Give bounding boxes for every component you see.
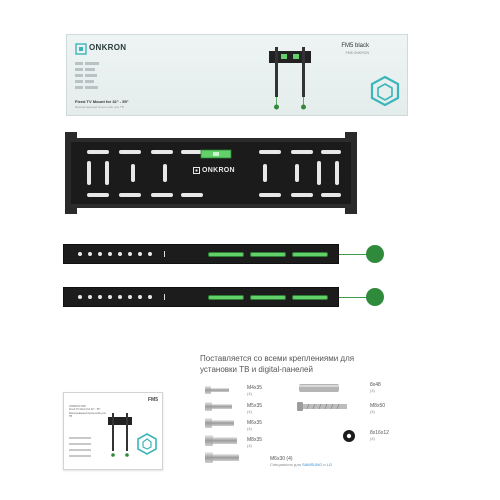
label-washer: 8x16x12 (4) — [370, 430, 389, 442]
arm-2-cord — [339, 297, 367, 298]
box-model-sub: FM5 ONKRON — [345, 51, 369, 55]
product-box-cube-icon — [137, 433, 157, 455]
label-m4x35: M4x35 (4) — [247, 385, 262, 397]
plate-logo: ONKRON — [193, 167, 235, 174]
label-m5x35: M5x35 (4) — [247, 403, 262, 415]
label-m8x50-qty: (4) — [370, 409, 375, 414]
bolts-set — [205, 386, 239, 463]
label-m6x35: M6x35 (4) — [247, 420, 262, 432]
plate-logo-icon — [193, 167, 200, 174]
cube-logo-icon — [370, 75, 400, 107]
label-m8x35-text: M8x35 — [247, 437, 263, 443]
label-m6x30-note: Специально для — [270, 462, 302, 467]
label-m5x35-text: M5x35 — [247, 403, 263, 409]
label-m6x35-qty: (4) — [247, 426, 252, 431]
label-brand-samsung: SAMSUNG — [301, 462, 323, 467]
product-box-mount-illustration — [108, 413, 132, 457]
tv-mount-illustration — [269, 47, 311, 110]
label-washer-qty: (4) — [370, 436, 375, 441]
box-spec-icons — [75, 62, 101, 92]
hardware-heading: Поставляется со всеми креплениями для ус… — [200, 353, 380, 375]
label-m5x35-qty: (4) — [247, 409, 252, 414]
label-m6x30-text: M6x30 — [270, 456, 286, 462]
label-m4x35-text: M4x35 — [247, 385, 263, 391]
label-anchor: 8x48 (4) — [370, 382, 381, 394]
hardware-heading-line-2: установки ТВ и digital-панелей — [200, 365, 313, 374]
label-anchor-text: 8x48 — [370, 382, 381, 388]
anchors-set — [297, 384, 355, 442]
label-washer-text: 8x16x12 — [370, 430, 389, 436]
label-and-word: и — [322, 462, 327, 467]
box-tagline: Fixed TV Mount for 32" - 55" — [75, 99, 129, 104]
label-m6x30: M6x30 (4) Специально для SAMSUNG и LG — [270, 456, 390, 468]
label-m8x50-text: M8x50 — [370, 403, 386, 409]
arm-1-knob — [366, 245, 384, 263]
product-box: FM5 ONKRON FM5 Fixed TV Mount for 32" - … — [63, 392, 163, 470]
product-box-model: FM5 — [148, 397, 158, 403]
product-box-text-1: ONKRON FM5 — [69, 405, 86, 408]
product-box-text-2: Fixed TV Mount for 32" - 55" — [69, 408, 101, 412]
box-tagline-sub: Фиксированный кронштейн для ТВ — [75, 105, 124, 109]
wall-plate — [65, 132, 357, 214]
box-top-panel: ONKRON FM5 black FM5 ONKRON Fixed TV Mou… — [66, 34, 408, 116]
arm-2-knob — [366, 288, 384, 306]
product-box-text-3: Фиксированный кронштейн для ТВ — [69, 411, 106, 418]
label-m6x30-qty: (4) — [286, 456, 293, 462]
product-box-spec-icons — [69, 437, 91, 461]
box-brand: ONKRON — [89, 43, 127, 52]
tv-arm-2 — [63, 287, 339, 307]
label-brand-lg: LG — [326, 462, 332, 467]
label-anchor-qty: (4) — [370, 388, 375, 393]
hardware-heading-line-1: Поставляется со всеми креплениями для — [200, 354, 355, 363]
label-m6x35-text: M6x35 — [247, 420, 263, 426]
arm-1-cord — [339, 254, 367, 255]
label-m8x35: M8x35 (4) — [247, 437, 262, 449]
product-box-text: ONKRON FM5 Fixed TV Mount for 32" - 55" … — [69, 405, 109, 418]
label-m4x35-qty: (4) — [247, 391, 252, 396]
box-model: FM5 black — [341, 43, 369, 49]
label-m8x50: M8x50 (4) — [370, 403, 385, 415]
tv-arm-1 — [63, 244, 339, 264]
label-m8x35-qty: (4) — [247, 443, 252, 448]
plate-logo-text: ONKRON — [202, 167, 235, 174]
onkron-logo-icon — [75, 43, 87, 55]
